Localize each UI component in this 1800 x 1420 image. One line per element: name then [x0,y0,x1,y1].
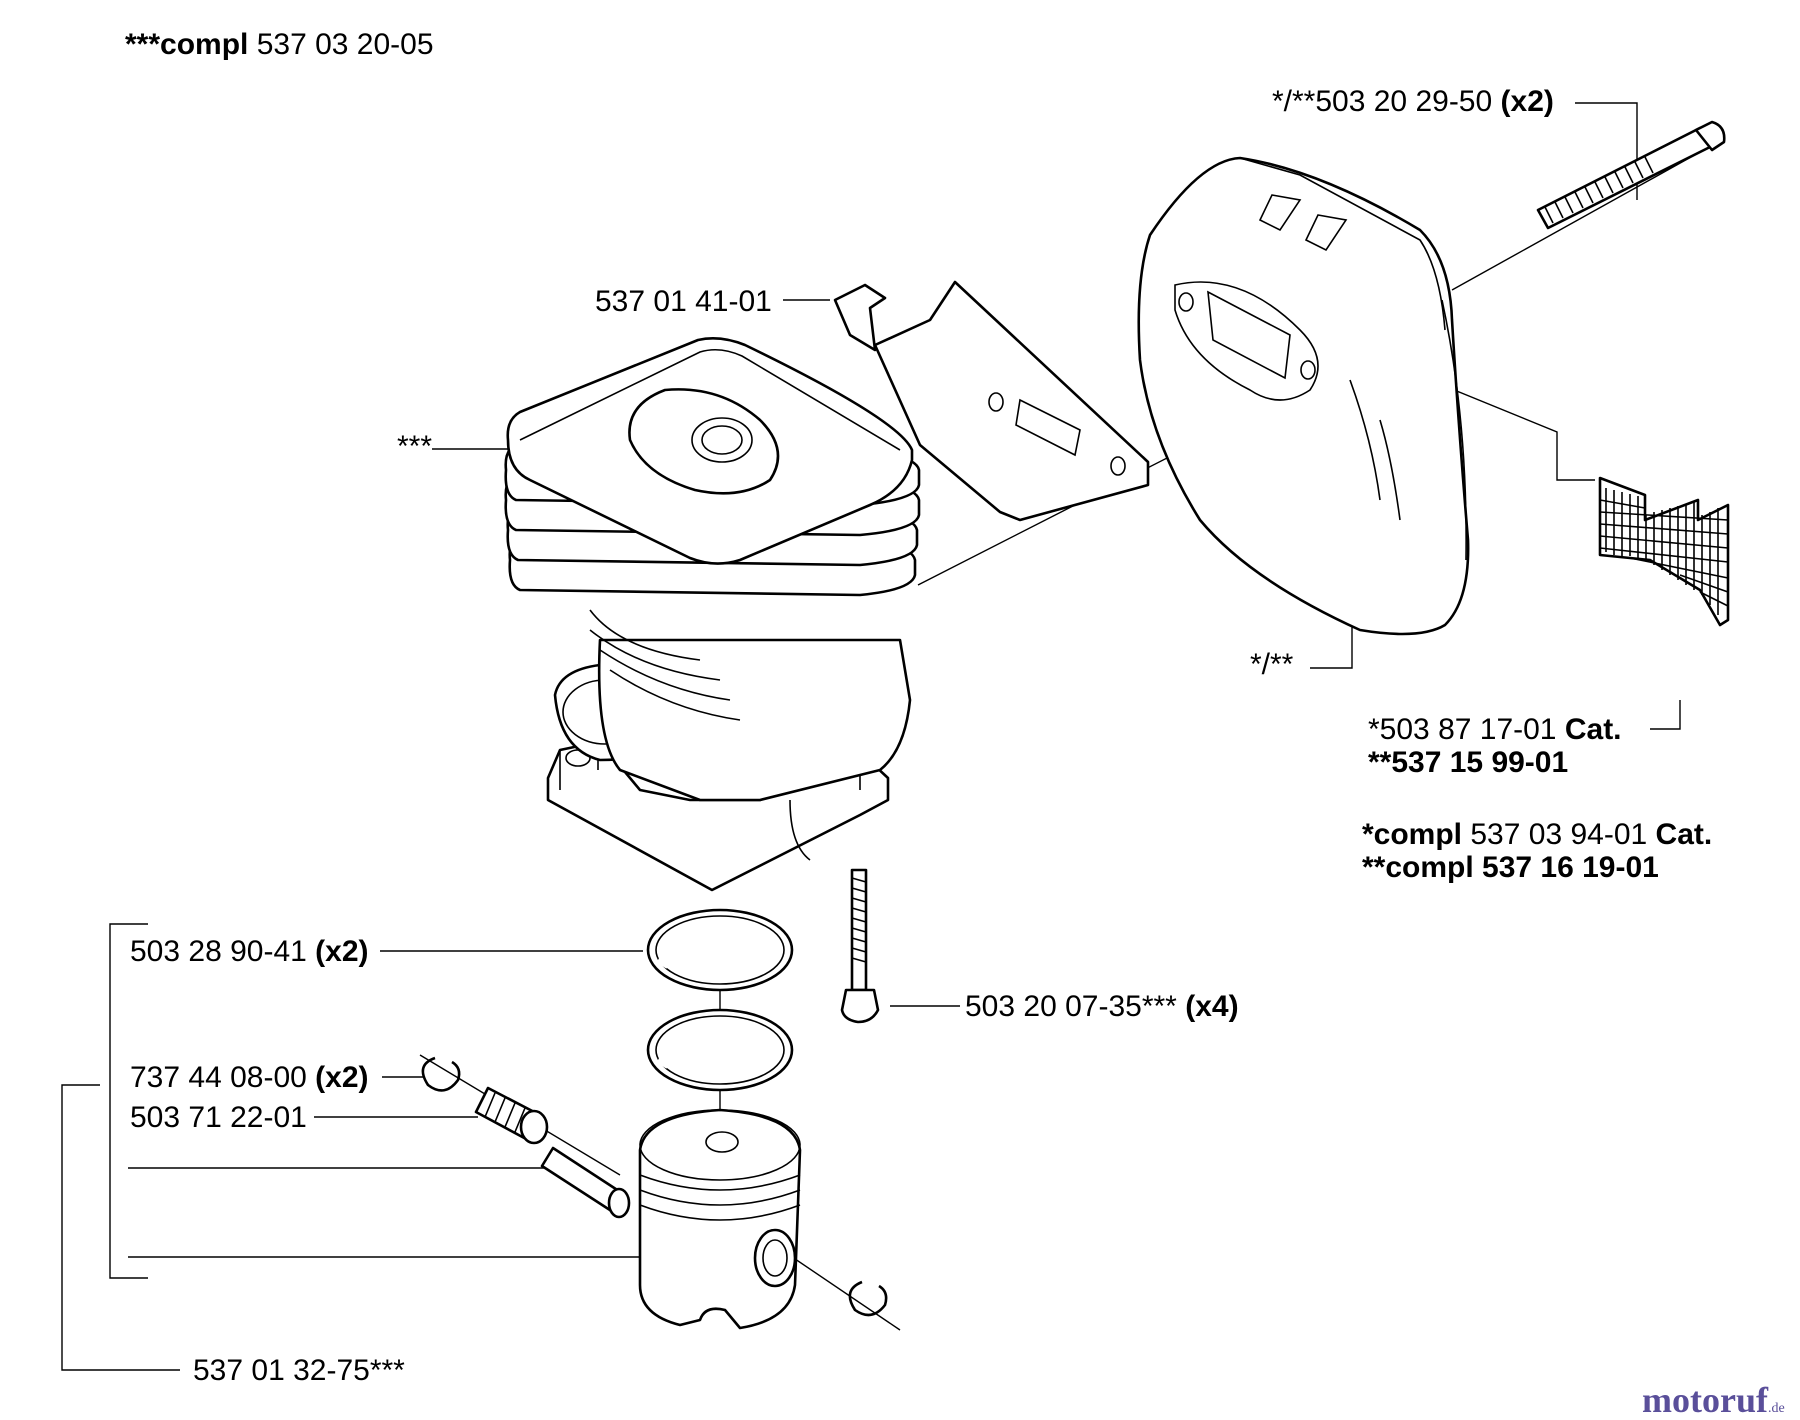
cylinder-screw-qty: (x4) [1185,990,1239,1023]
cylinder-screw [840,868,880,1024]
watermark-main: motoruf [1642,1380,1768,1420]
muffler-kit-cat-number: 537 03 94-01 [1470,818,1648,851]
muffler [1137,156,1470,636]
screen-cat-number: *503 87 17-01 [1368,713,1557,746]
bracket-number: 537 01 41-01 [595,285,772,318]
circlip-qty: (x2) [315,1061,369,1094]
cylinder-marker-label: *** [397,432,432,462]
muffler-kit-cat-suffix: Cat. [1655,818,1713,851]
bracket-gasket [833,280,1150,522]
needle-bearing [474,1086,549,1145]
piston-kit-number: 537 01 32-75*** [193,1354,405,1387]
muffler-screw-qty: (x2) [1500,85,1554,118]
watermark-logo: motoruf.de [1642,1382,1785,1418]
circlip-left [421,1056,461,1092]
muffler-marker-label: */** [1250,650,1293,680]
muffler-screw [1536,120,1726,230]
cylinder [504,337,921,892]
screen-cat-suffix: Cat. [1564,713,1622,746]
muffler-kit-cat-prefix: *compl [1362,818,1463,851]
screen-alt-number: **537 15 99-01 [1368,746,1569,779]
circlip-number: 737 44 08-00 [130,1061,307,1094]
muffler-screw-number: */**503 20 29-50 [1272,85,1493,118]
bracket-label: 537 01 41-01 [595,287,772,317]
ring-qty: (x2) [315,935,369,968]
watermark-suffix: .de [1767,1401,1785,1416]
spark-arrester-screen [1598,476,1730,627]
cylinder-screw-label: 503 20 07-35*** (x4) [965,992,1239,1022]
bearing-number: 503 71 22-01 [130,1101,307,1134]
ring-number: 503 28 90-41 [130,935,307,968]
muffler-kit-alt-number: **compl 537 16 19-01 [1362,851,1659,884]
screen-cat-label: *503 87 17-01 Cat. [1368,715,1622,745]
circlip-right [848,1280,888,1317]
screen-alt-label: **537 15 99-01 [1368,748,1568,778]
ring-label: 503 28 90-41 (x2) [130,937,369,967]
kit-cylinder-prefix: ***compl [125,28,249,61]
muffler-kit-alt-label: **compl 537 16 19-01 [1362,853,1659,883]
muffler-marker: */** [1250,648,1294,681]
piston-rings [646,908,794,1092]
kit-cylinder-label: ***compl 537 03 20-05 [125,30,434,60]
circlip-label: 737 44 08-00 (x2) [130,1063,369,1093]
cylinder-screw-number: 503 20 07-35*** [965,990,1177,1023]
muffler-kit-cat-label: *compl 537 03 94-01 Cat. [1362,820,1712,850]
cylinder-marker: *** [397,430,433,463]
piston [638,1108,802,1330]
bearing-label: 503 71 22-01 [130,1103,307,1133]
muffler-screw-label: */**503 20 29-50 (x2) [1272,87,1554,117]
kit-cylinder-number: 537 03 20-05 [256,28,434,61]
piston-kit-label: 537 01 32-75*** [193,1356,405,1386]
piston-pin [540,1146,631,1219]
